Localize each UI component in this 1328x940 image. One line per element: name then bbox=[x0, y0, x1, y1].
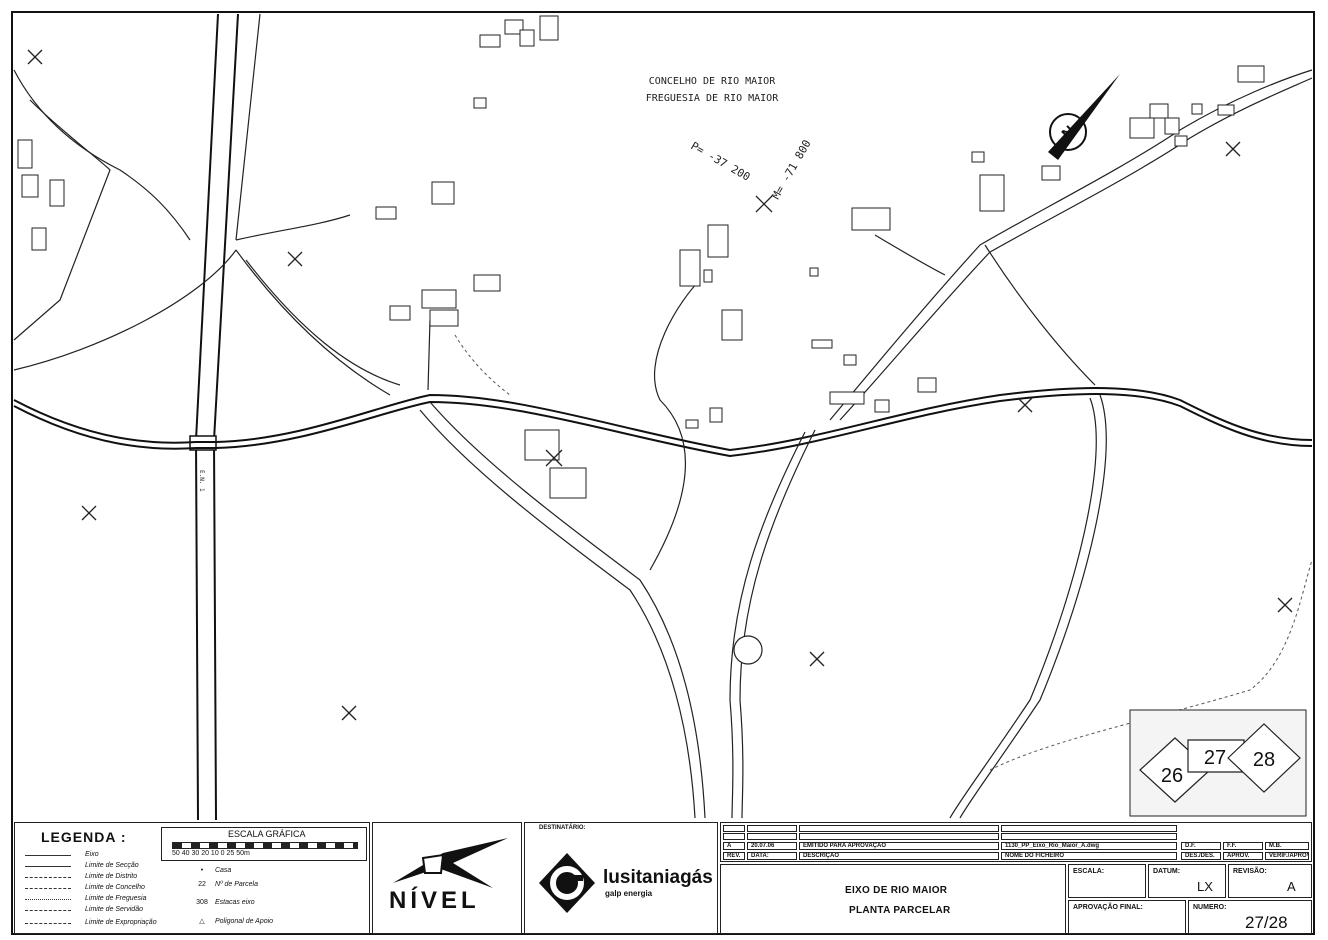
drawing-title-line2: PLANTA PARCELAR bbox=[849, 905, 951, 916]
coord-p-label: P= -37 200 bbox=[689, 139, 753, 183]
legend-row: Limite de Freguesia bbox=[25, 895, 175, 904]
legend-row: Limite de Concelho bbox=[25, 884, 175, 893]
legend-row: Limite de Distrito bbox=[25, 873, 175, 882]
nivel-logo-box: NÍVEL bbox=[372, 822, 522, 934]
drawing-title-line1: EIXO DE RIO MAIOR bbox=[845, 885, 948, 896]
client-name: lusitaniagás bbox=[603, 867, 713, 888]
highway-ic2 bbox=[189, 13, 261, 821]
legend-row: Limite de Secção bbox=[25, 862, 175, 871]
escala-cell: ESCALA: bbox=[1068, 864, 1146, 898]
scale-bar bbox=[172, 842, 358, 849]
hdr-rev: REV. bbox=[723, 852, 745, 860]
title-block: LEGENDA : Eixo Limite de Secção Limite d… bbox=[14, 822, 1312, 934]
freguesia-label: FREGUESIA DE RIO MAIOR bbox=[646, 93, 779, 104]
client-sub: galp energia bbox=[605, 889, 653, 898]
coord-m-label: M= -71 800 bbox=[769, 138, 813, 202]
sheet-27[interactable]: 27 bbox=[1204, 747, 1226, 769]
hdr-file: NOME DO FICHEIRO bbox=[1001, 852, 1177, 860]
house-icon: • bbox=[200, 867, 204, 874]
aprovacao-cell: APROVAÇÃO FINAL: bbox=[1068, 900, 1186, 934]
survey-points bbox=[27, 49, 1293, 721]
drawing-title-box: EIXO DE RIO MAIOR PLANTA PARCELAR bbox=[720, 864, 1066, 934]
hdr-desc: DESCRIÇÃO bbox=[799, 852, 999, 860]
revisao-value: A bbox=[1287, 879, 1296, 894]
hdr-date: DATA: bbox=[747, 852, 797, 860]
legend-symbol: 22 Nº de Parcela bbox=[191, 881, 258, 888]
parcel-number-icon: 22 bbox=[198, 881, 206, 888]
datum-value: LX bbox=[1197, 879, 1213, 894]
revisao-cell: REVISÃO: A bbox=[1228, 864, 1312, 898]
secondary-roads bbox=[13, 69, 1313, 819]
main-road bbox=[13, 387, 1313, 458]
legend-symbol: 308 Estacas eixo bbox=[191, 899, 254, 906]
sheet-28[interactable]: 28 bbox=[1253, 749, 1275, 771]
numero-value: 27/28 bbox=[1245, 913, 1288, 932]
numero-cell: NUMERO: 27/28 bbox=[1188, 900, 1312, 934]
legend-symbol: • Casa bbox=[191, 867, 232, 874]
concelho-label: CONCELHO DE RIO MAIOR bbox=[649, 76, 776, 87]
legend-row: Limite de Servidão bbox=[25, 906, 175, 915]
scale-title: ESCALA GRÁFICA bbox=[228, 829, 306, 839]
destinatario-label: DESTINATÁRIO: bbox=[539, 825, 586, 831]
sheet-index: 26 27 28 bbox=[1129, 709, 1307, 817]
datum-cell: DATUM: LX bbox=[1148, 864, 1226, 898]
scale-box: ESCALA GRÁFICA 50 40 30 20 10 0 25 50m bbox=[161, 827, 367, 861]
rev-file: 1130_PP_Eixo_Rio_Maior_A.dwg bbox=[1001, 842, 1177, 850]
map-frame bbox=[11, 11, 1315, 935]
rev-value: A bbox=[723, 842, 745, 850]
rev-des-sig: D.F. bbox=[1181, 842, 1221, 850]
legend-symbol: △ Poligonal de Apoio bbox=[191, 917, 273, 925]
rev-apr-sig: M.B. bbox=[1265, 842, 1309, 850]
legend-box: LEGENDA : Eixo Limite de Secção Limite d… bbox=[14, 822, 370, 934]
legend-title: LEGENDA : bbox=[41, 829, 127, 845]
sheet-26[interactable]: 26 bbox=[1161, 765, 1183, 787]
rev-ver-sig: F.F. bbox=[1223, 842, 1263, 850]
hdr-des: DES./DES. bbox=[1181, 852, 1221, 860]
client-box: DESTINATÁRIO: lusitaniagás galp energia bbox=[524, 822, 718, 934]
hdr-verif: VERIF./APROV. bbox=[1265, 852, 1309, 860]
lusitaniagas-logo-icon bbox=[539, 853, 595, 913]
north-arrow-icon: N bbox=[1048, 74, 1120, 160]
nivel-logo-icon bbox=[393, 838, 508, 888]
nivel-name: NÍVEL bbox=[389, 887, 480, 914]
station-icon: 308 bbox=[196, 899, 208, 906]
legend-row: Eixo bbox=[25, 851, 175, 860]
scale-ticks: 50 40 30 20 10 0 25 50m bbox=[172, 850, 250, 857]
triangle-icon: △ bbox=[199, 918, 205, 925]
revision-table: A 20.07.06 EMITIDO PARA APROVAÇÃO 1130_P… bbox=[720, 822, 1312, 862]
hdr-aprov: APROV. bbox=[1223, 852, 1263, 860]
highway-label: E.N. 1 bbox=[198, 470, 205, 492]
rev-description: EMITIDO PARA APROVAÇÃO bbox=[799, 842, 999, 850]
rev-date: 20.07.06 bbox=[747, 842, 797, 850]
legend-row: Limite de Expropriação bbox=[25, 919, 175, 928]
buildings bbox=[17, 15, 1265, 665]
